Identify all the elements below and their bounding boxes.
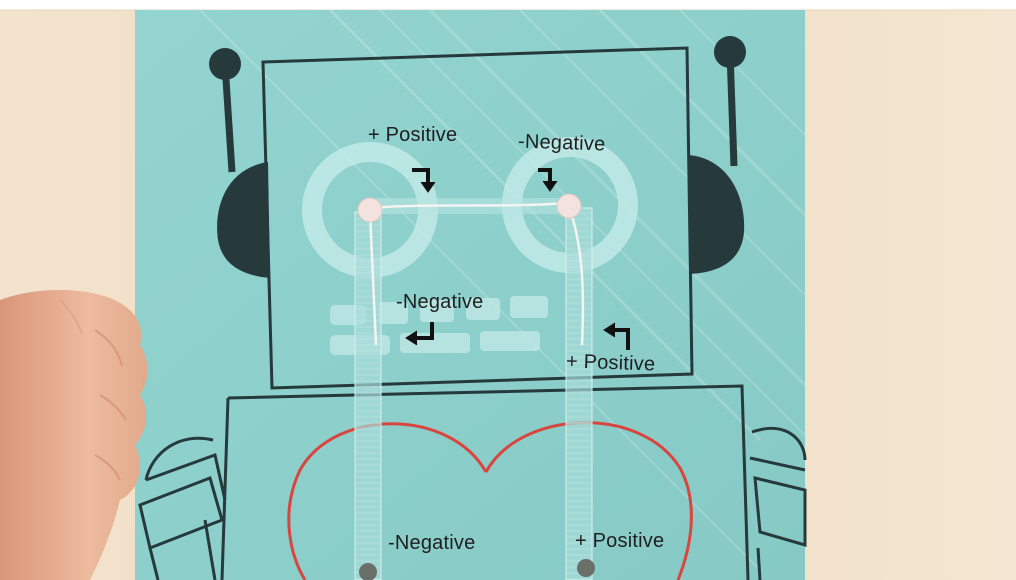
label-mid-positive: + Positive (566, 350, 656, 376)
led-right (557, 194, 581, 218)
top-edge (0, 0, 1016, 10)
copper-tape-right (566, 208, 592, 580)
label-mid-negative: -Negative (396, 291, 483, 314)
copper-tape-left (355, 212, 381, 580)
label-top-positive: + Positive (368, 124, 457, 147)
label-top-negative: -Negative (518, 130, 606, 156)
contact-right (577, 559, 595, 577)
label-bottom-positive: + Positive (575, 530, 664, 553)
label-bottom-negative: -Negative (388, 532, 475, 555)
led-left (358, 198, 382, 222)
